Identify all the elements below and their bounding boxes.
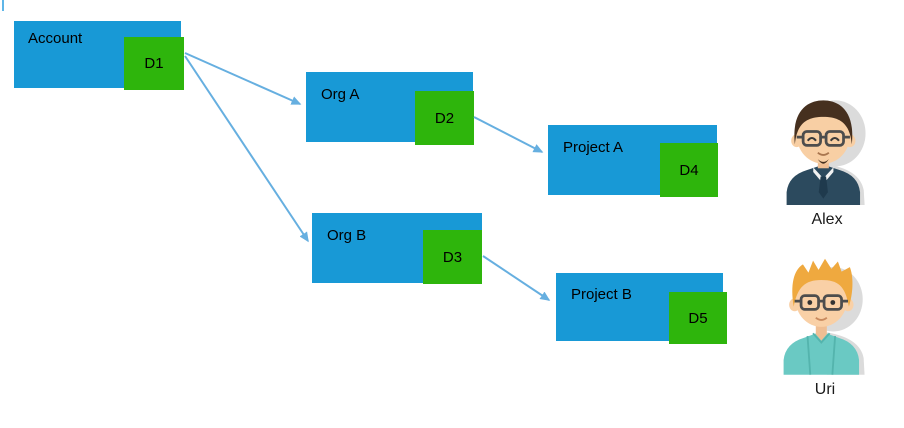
avatar-alex-icon (786, 100, 866, 205)
edge-d3-project-b (482, 255, 551, 301)
user-alex-name: Alex (811, 211, 843, 228)
edge-d1-org-b (184, 55, 309, 243)
badge-d4: D4 (660, 143, 718, 197)
avatar-uri-icon (783, 258, 865, 375)
edge-d1-org-a (184, 52, 302, 105)
node-org-b-label: Org B (327, 227, 367, 244)
user-uri: Uri (779, 253, 871, 399)
node-account-label: Account (28, 30, 83, 47)
badge-d1: D1 (124, 37, 184, 90)
badge-d5: D5 (669, 292, 727, 344)
node-project-a-label: Project A (563, 139, 624, 156)
user-alex: Alex (781, 93, 873, 229)
canvas-edge-artifact (2, 0, 4, 11)
node-org-a-label: Org A (321, 86, 360, 103)
user-uri-name: Uri (814, 381, 836, 398)
node-project-b-label: Project B (571, 286, 632, 303)
edge-d2-project-a (473, 116, 544, 153)
badge-d2: D2 (415, 91, 474, 145)
badge-d3: D3 (423, 230, 482, 284)
